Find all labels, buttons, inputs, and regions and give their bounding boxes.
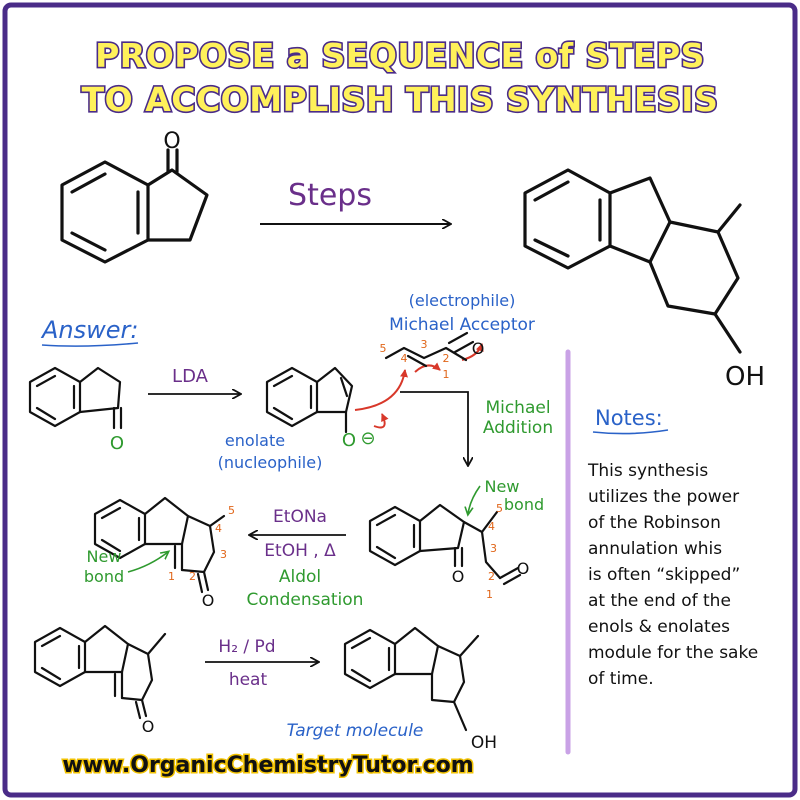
enolate-label: enolate	[225, 431, 285, 450]
h2-pd-reagent: H₂ / Pd	[218, 637, 275, 657]
notes-heading: Notes:	[595, 406, 663, 430]
enolate-o: O	[342, 430, 356, 451]
enone-structure: O	[33, 624, 167, 736]
aldol-o: O	[202, 591, 215, 610]
product-oh-top: OH	[725, 362, 765, 392]
enone-o: O	[142, 717, 155, 736]
carbonyl-o: O	[163, 129, 180, 154]
target-oh: OH	[471, 733, 497, 753]
heat-reagent: heat	[229, 670, 268, 690]
michael-arrow	[400, 391, 468, 465]
adduct-num-3: 3	[490, 542, 497, 555]
new-bond-label-1a: New	[485, 477, 520, 496]
lda-reagent: LDA	[172, 366, 209, 387]
electrophile-label: (electrophile)	[409, 291, 516, 310]
new-bond-label-2b: bond	[84, 567, 124, 586]
title-line-2: TO ACCOMPLISH THIS SYNTHESIS	[82, 80, 719, 119]
step1-carbonyl-o: O	[110, 433, 124, 454]
aldol-num-3: 3	[220, 548, 227, 561]
etona-reagent: EtONa	[273, 507, 327, 527]
acceptor-num-5: 5	[380, 342, 387, 355]
notes-line-7: enols & enolates	[588, 617, 730, 637]
aldol-product: O 5 4 3 2 1	[93, 496, 235, 610]
adduct-num-4: 4	[488, 520, 495, 533]
step1-indanone: O	[28, 366, 124, 454]
starting-material-indanone: O	[60, 129, 209, 264]
aldol-num-5: 5	[228, 504, 235, 517]
notes-line-1: This synthesis	[587, 461, 708, 481]
etoh-reagent: EtOH , Δ	[264, 541, 336, 561]
michael-acceptor-structure: O 5 4 3 2 1	[380, 331, 485, 381]
aldol-label: Aldol	[279, 567, 321, 587]
acceptor-o: O	[472, 339, 485, 358]
notes-line-3: of the Robinson	[588, 513, 721, 533]
addition-label: Addition	[483, 418, 553, 438]
aldol-num-4: 4	[215, 522, 222, 535]
notes-line-2: utilizes the power	[588, 487, 739, 507]
adduct-num-2: 2	[488, 570, 495, 583]
target-molecule-label: Target molecule	[287, 721, 424, 741]
enolate-structure: O ⊖	[265, 366, 376, 451]
acceptor-num-2: 2	[443, 352, 450, 365]
target-product-top: OH	[523, 168, 765, 392]
acceptor-num-1: 1	[443, 368, 450, 381]
answer-label: Answer:	[40, 316, 138, 344]
adduct-o1: O	[452, 567, 465, 586]
condensation-label: Condensation	[247, 590, 364, 610]
adduct-num-1: 1	[486, 588, 493, 601]
michael-label: Michael	[485, 398, 550, 418]
notes-body: This synthesis utilizes the power of the…	[587, 461, 758, 689]
notes-line-6: at the end of the	[588, 591, 731, 611]
acceptor-num-4: 4	[401, 352, 408, 365]
adduct-num-5: 5	[496, 502, 503, 515]
acceptor-num-3: 3	[421, 338, 428, 351]
adduct-o2: O	[517, 559, 530, 578]
aldol-num-1: 1	[168, 570, 175, 583]
notes-line-8: module for the sake	[588, 643, 758, 663]
target-structure-small: OH	[343, 626, 497, 753]
nucleophile-label: (nucleophile)	[218, 453, 323, 472]
michael-acceptor-label: Michael Acceptor	[389, 315, 535, 335]
steps-label: Steps	[288, 178, 372, 213]
notes-line-5: is often “skipped”	[588, 565, 740, 585]
notes-line-4: annulation whis	[588, 539, 722, 559]
notes-line-9: of time.	[588, 669, 654, 689]
new-bond-label-2a: New	[87, 547, 122, 566]
footer-url[interactable]: www.OrganicChemistryTutor.com	[61, 752, 475, 780]
new-bond-label-1b: bond	[504, 495, 544, 514]
michael-adduct: O O 5 4 3 2 1	[368, 502, 530, 601]
enolate-charge: ⊖	[360, 428, 375, 449]
aldol-num-2: 2	[189, 570, 196, 583]
title-line-1: PROPOSE a SEQUENCE of STEPS	[95, 36, 705, 75]
